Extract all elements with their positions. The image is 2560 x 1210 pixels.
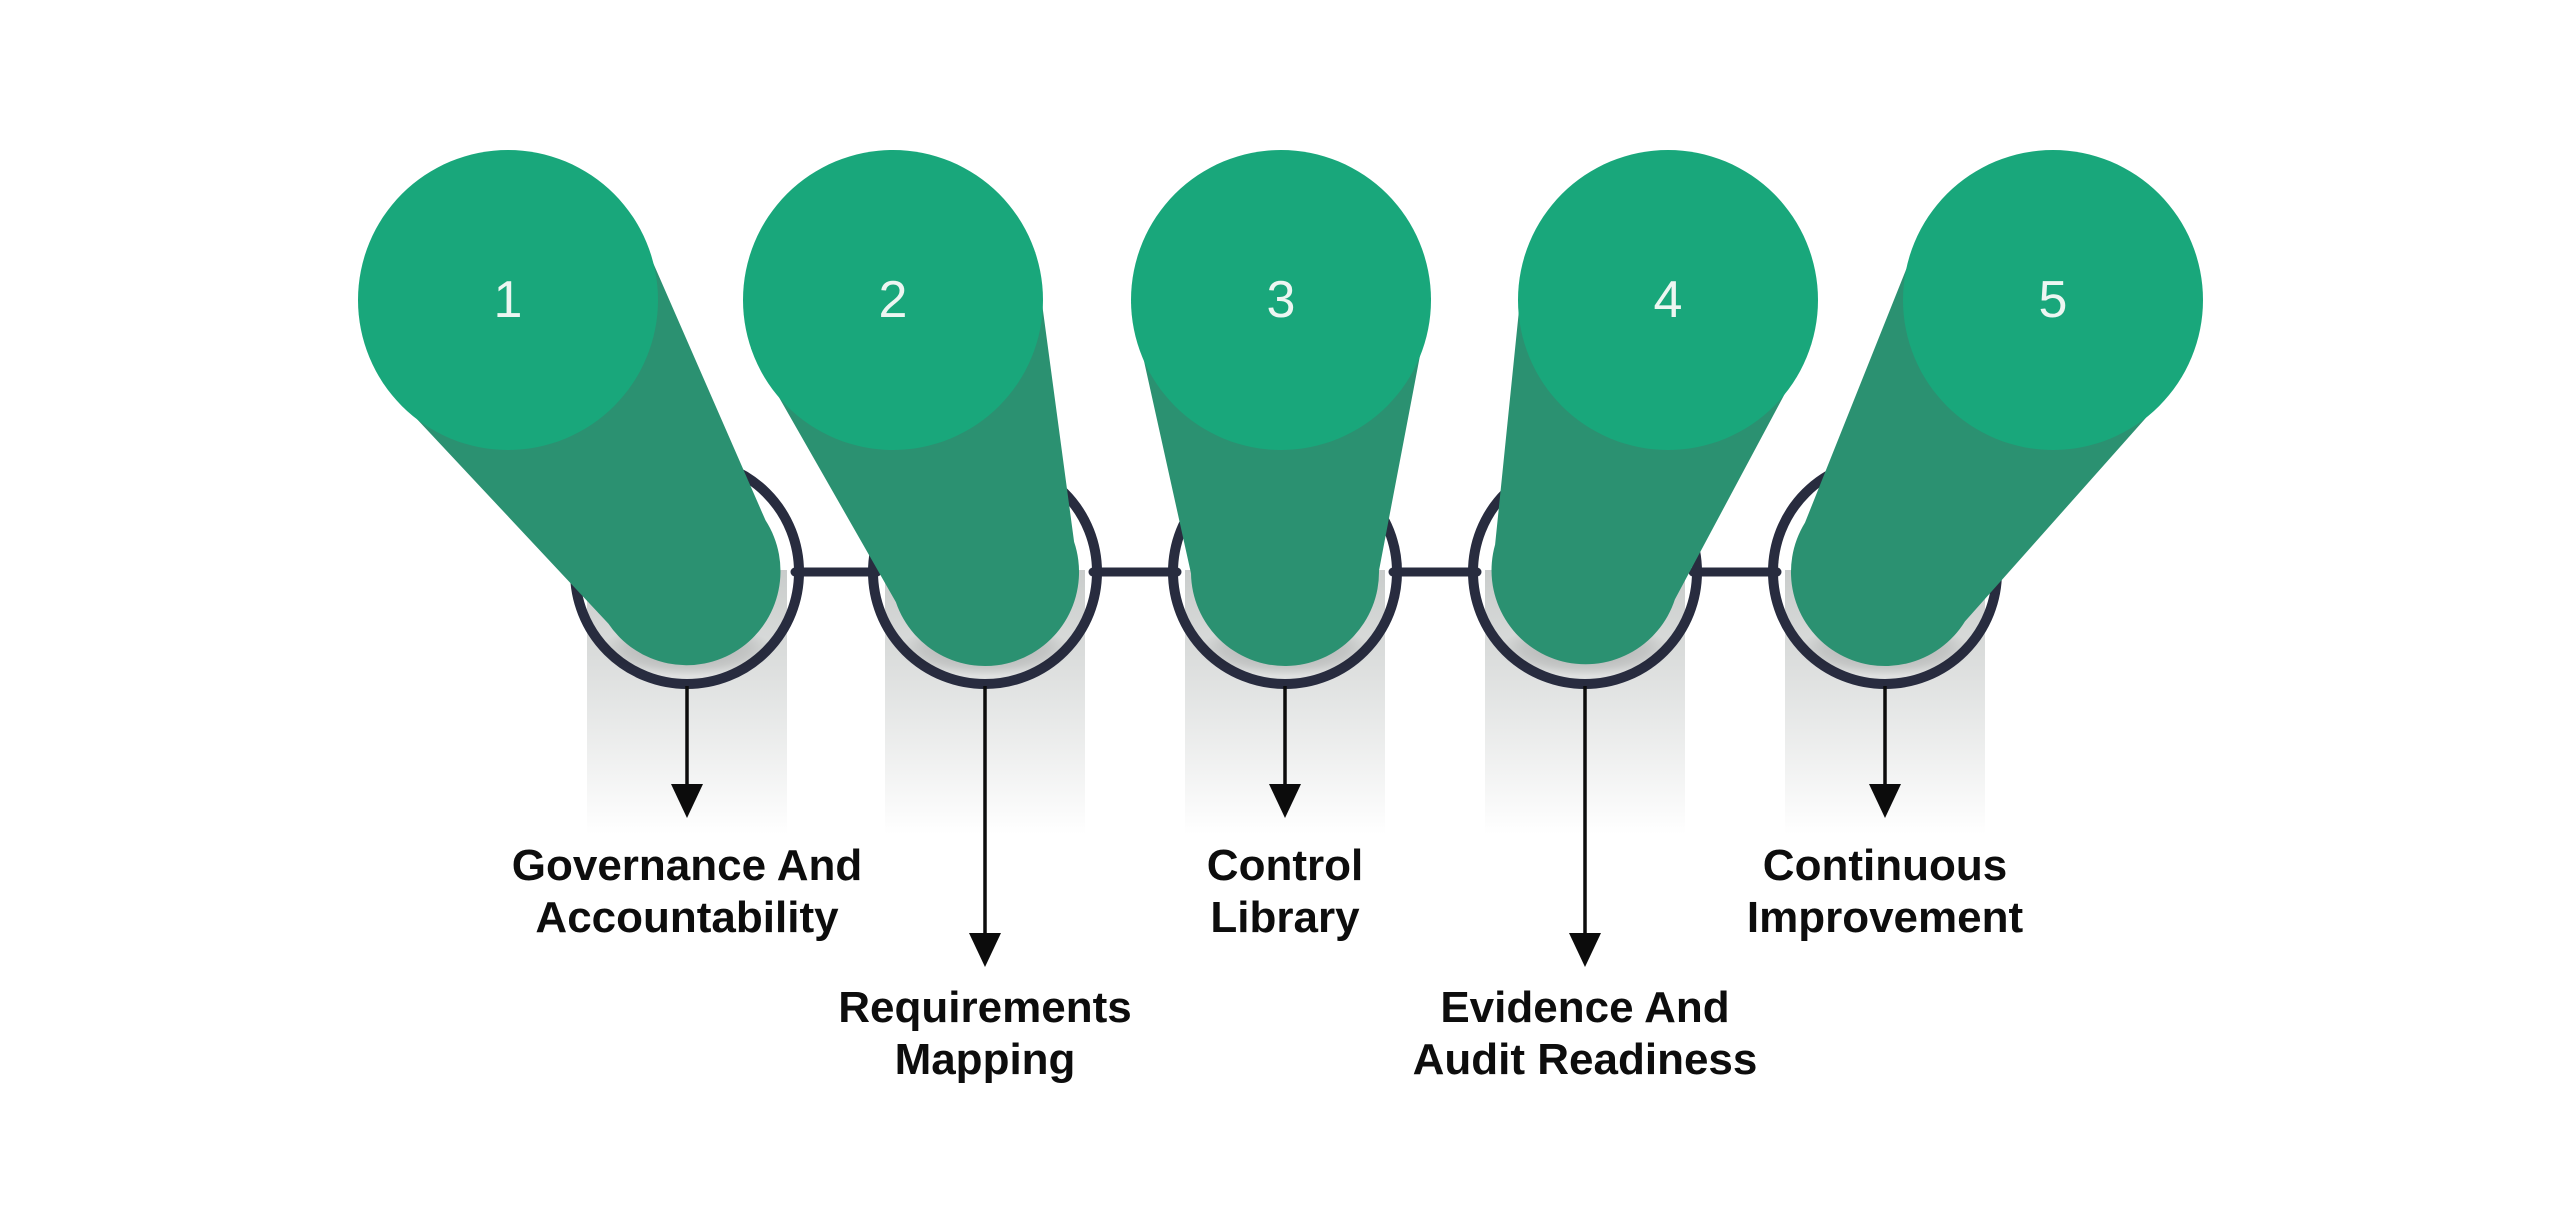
step-5-arrow bbox=[1869, 686, 1901, 818]
step-1-label-line-2: Accountability bbox=[535, 893, 839, 942]
step-1-label: Governance And Accountability bbox=[512, 841, 862, 942]
step-2-arrow-head-icon bbox=[969, 933, 1001, 967]
step-2-marker: 2 bbox=[743, 150, 1080, 667]
step-1-marker: 1 bbox=[358, 150, 781, 666]
step-2-arrow bbox=[969, 686, 1001, 967]
step-5-label-line-2: Improvement bbox=[1747, 893, 2024, 942]
step-3-label-line-2: Library bbox=[1210, 893, 1360, 942]
step-4-marker: 4 bbox=[1491, 150, 1818, 665]
step-1-label-line-1: Governance And bbox=[512, 841, 862, 890]
step-4-label: Evidence And Audit Readiness bbox=[1413, 983, 1758, 1084]
step-4-number: 4 bbox=[1654, 271, 1683, 329]
step-3-arrow bbox=[1269, 686, 1301, 818]
step-2-label: Requirements Mapping bbox=[838, 983, 1131, 1084]
step-5-top-disc bbox=[1903, 150, 2203, 450]
step-5-marker: 5 bbox=[1790, 150, 2203, 667]
step-2-top-disc bbox=[743, 150, 1043, 450]
step-3-label: Control Library bbox=[1207, 841, 1363, 942]
step-5-arrow-head-icon bbox=[1869, 784, 1901, 818]
step-3-marker: 3 bbox=[1131, 150, 1431, 667]
step-2-label-line-1: Requirements bbox=[838, 983, 1131, 1032]
step-4-top-disc bbox=[1518, 150, 1818, 450]
step-2-label-line-2: Mapping bbox=[895, 1035, 1076, 1084]
step-4-label-line-2: Audit Readiness bbox=[1413, 1035, 1758, 1084]
step-1-arrow bbox=[671, 686, 703, 818]
step-3-top-disc bbox=[1131, 150, 1431, 450]
step-5-label-line-1: Continuous bbox=[1763, 841, 2007, 890]
step-5-label: Continuous Improvement bbox=[1747, 841, 2024, 942]
step-2-number: 2 bbox=[879, 271, 908, 329]
step-4-label-line-1: Evidence And bbox=[1440, 983, 1729, 1032]
step-3-label-line-1: Control bbox=[1207, 841, 1363, 890]
step-3-arrow-head-icon bbox=[1269, 784, 1301, 818]
step-4-arrow-head-icon bbox=[1569, 933, 1601, 967]
step-4-arrow bbox=[1569, 686, 1601, 967]
step-1-number: 1 bbox=[494, 271, 523, 329]
step-5-number: 5 bbox=[2039, 271, 2068, 329]
step-1-top-disc bbox=[358, 150, 658, 450]
step-1-arrow-head-icon bbox=[671, 784, 703, 818]
step-3-number: 3 bbox=[1267, 271, 1296, 329]
